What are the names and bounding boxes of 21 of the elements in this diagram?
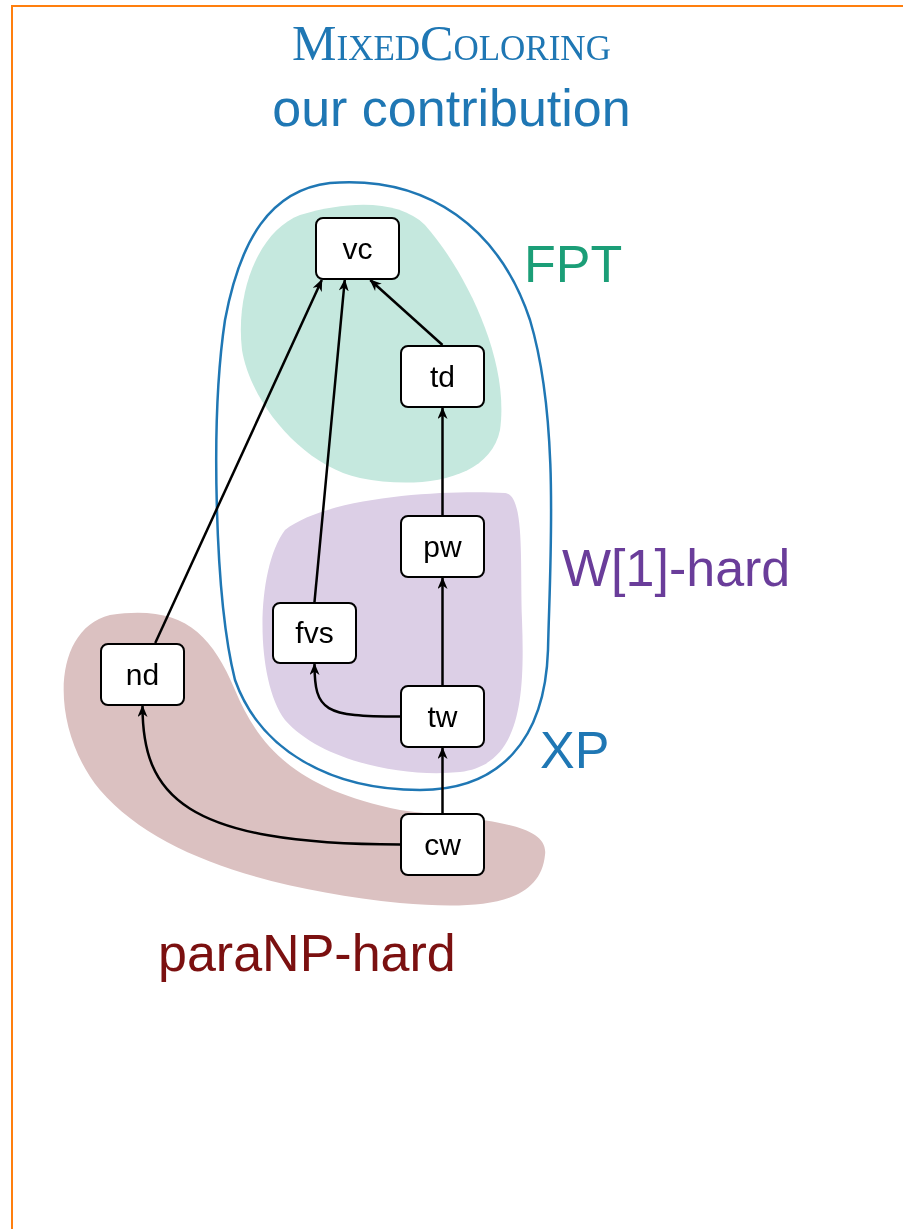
- parameter-box: td: [400, 345, 485, 408]
- parameter-box: pw: [400, 515, 485, 578]
- diagram-title: MixedColoring: [292, 18, 611, 68]
- arrow: [437, 407, 448, 515]
- arrow: [309, 663, 400, 718]
- arrow: [138, 705, 401, 846]
- region-label: paraNP-hard: [158, 925, 456, 983]
- arrow: [154, 279, 323, 644]
- region-label: FPT: [524, 236, 623, 294]
- region-label: XP: [540, 722, 610, 780]
- arrow: [369, 279, 444, 346]
- subtitle: our contribution: [272, 80, 631, 138]
- arrow: [437, 747, 448, 813]
- parameter-box: fvs: [272, 602, 357, 664]
- arrow: [313, 279, 349, 603]
- parameter-box: cw: [400, 813, 485, 876]
- parameter-box: tw: [400, 685, 485, 748]
- region-label: W[1]-hard: [562, 540, 791, 598]
- parameter-box: nd: [100, 643, 185, 706]
- arrow: [437, 577, 448, 685]
- parameter-box: vc: [315, 217, 400, 280]
